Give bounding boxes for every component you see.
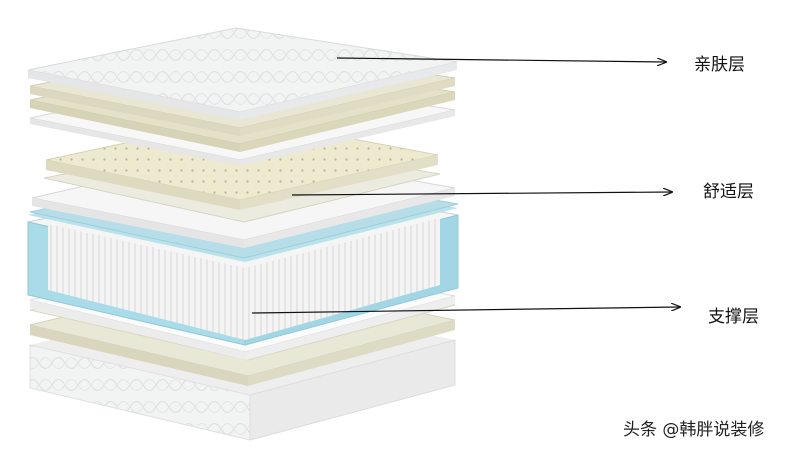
label-skin-layer: 亲肤层 [694,50,745,75]
label-comfort-layer: 舒适层 [703,177,754,202]
source-watermark: 头条 @韩胖说装修 [623,415,764,440]
label-support-layer: 支撑层 [708,302,759,327]
